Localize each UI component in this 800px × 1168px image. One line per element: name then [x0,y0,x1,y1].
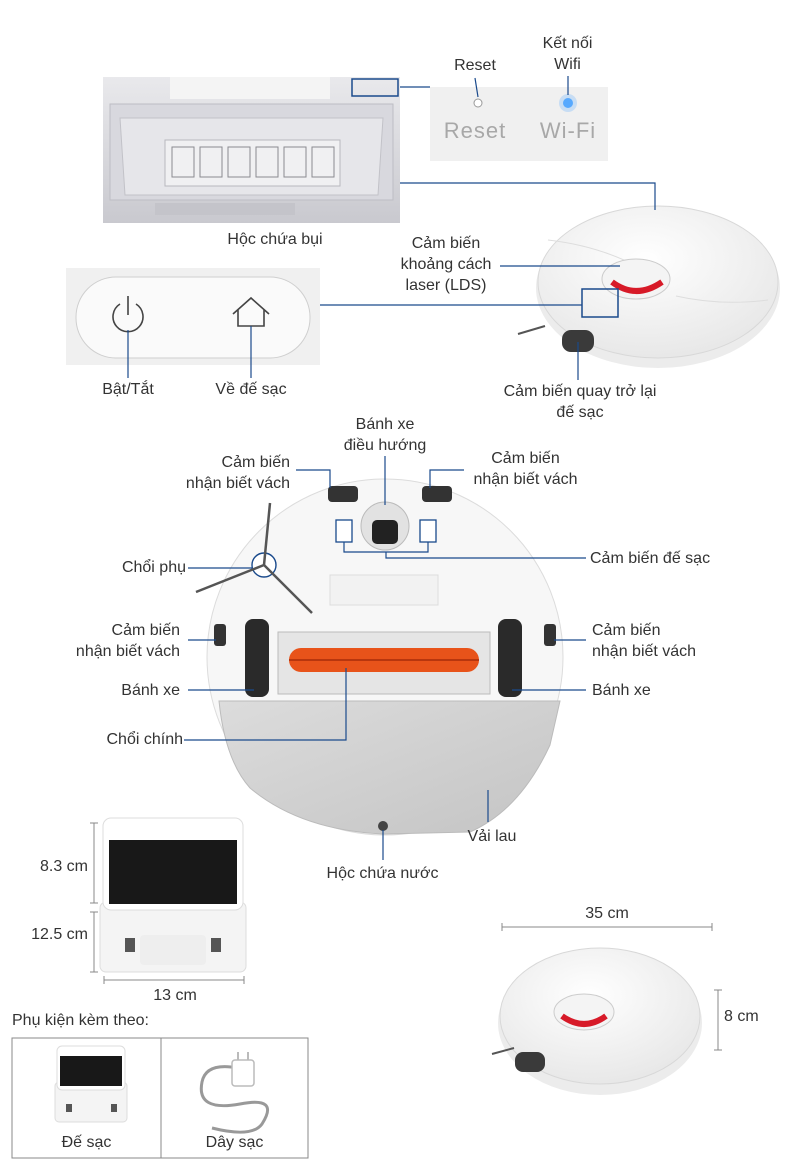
accessory-item-label: Dây sạc [205,1134,264,1151]
leader-reset [474,77,479,98]
label-wheel-right: Bánh xe [592,682,651,699]
control-buttons-closeup [66,268,320,365]
label-wheel-left: Bánh xe [121,682,180,699]
label-side-brush: Chổi phụ [121,559,186,576]
robot-bottom-view-image [195,478,564,836]
label-lds-sensor: Cảm biến khoảng cách laser (LDS) [400,235,492,294]
label-cliff-sensor-mid-left: Cảm biến nhận biết vách [75,622,180,660]
accessories-title: Phụ kiện kèm theo: [12,1012,149,1029]
dim-dock-125 [90,911,98,973]
dim-label-dock-height-bottom: 12.5 cm [31,926,88,943]
dim-dock-13 [103,976,245,984]
dim-label-robot-height: 8 cm [724,1008,759,1025]
accessory-cable-image [199,1052,269,1134]
label-dust-bin: Hộc chứa bụi [227,231,323,248]
dim-label-dock-width: 13 cm [153,987,197,1004]
accessory-item-label: Đế sạc [61,1134,112,1151]
label-home: Về đế sạc [215,381,287,398]
button-panel-closeup [430,87,608,161]
robot-dimension-image [491,947,702,1095]
dim-robot-35 [501,923,713,931]
charging-dock-image [99,817,247,973]
leader-dock-sensor [343,542,586,559]
robot-top-view-image [517,205,780,368]
dim-label-dock-height-top: 8.3 cm [39,858,88,875]
label-mop: Vải lau [467,828,517,845]
label-nav-wheel: Bánh xe điều hướng [343,416,427,454]
label-cliff-sensor-top-left: Cảm biến nhận biết vách [185,454,290,492]
label-main-brush: Chổi chính [106,731,184,748]
label-cliff-sensor-mid-right: Cảm biến nhận biết vách [592,622,697,660]
label-dock-sensor: Cảm biến đế sạc [590,550,711,567]
panel-wifi-text: Wi-Fi [539,118,597,143]
dim-dock-83 [90,822,98,904]
label-cliff-sensor-top-right: Cảm biến nhận biết vách [473,450,578,488]
accessory-dock-image [54,1045,128,1123]
leader-cliff-tl [296,469,331,488]
leader-bin-to-robot [400,182,656,210]
accessory-box [11,1037,309,1159]
label-dock-return-sensor: Cảm biến quay trở lại đế sạc [503,383,657,421]
panel-reset-text: Reset [443,118,507,143]
leader-main-brush [184,668,347,741]
label-power: Bật/Tắt [102,381,154,398]
label-reset: Reset [454,57,496,74]
dim-robot-8 [714,989,722,1051]
leader-cliff-tr [429,469,464,488]
label-wifi-connect: Kết nối Wifi [542,35,593,73]
label-water-tank: Hộc chứa nước [326,865,439,882]
dust-bin-image [103,77,400,223]
dim-label-robot-diameter: 35 cm [585,905,629,922]
